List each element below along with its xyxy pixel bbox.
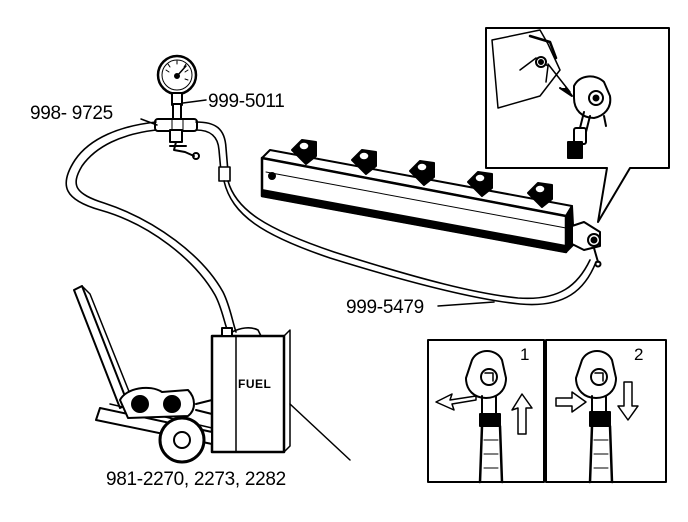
label-fuel-can: FUEL bbox=[238, 377, 272, 391]
fuel-rail bbox=[260, 139, 602, 268]
label-cart-parts: 981-2270, 2273, 2282 bbox=[106, 469, 286, 490]
leader-gauge bbox=[182, 99, 207, 104]
pressure-gauge bbox=[156, 54, 198, 121]
leader-hose bbox=[437, 301, 495, 307]
detail-inset bbox=[485, 27, 670, 223]
leader-cart bbox=[289, 403, 351, 461]
step-1-number: 1 bbox=[520, 345, 530, 364]
hoses bbox=[65, 121, 597, 339]
label-hose: 999-5479 bbox=[346, 297, 424, 318]
tee-fitting bbox=[154, 118, 200, 160]
label-tee-fitting: 998- 9725 bbox=[30, 103, 113, 124]
step-2-inset bbox=[545, 339, 667, 484]
pump-cart bbox=[73, 285, 213, 464]
injector bbox=[291, 139, 553, 208]
step-1-inset bbox=[427, 339, 545, 484]
label-gauge-adapter: 999-5011 bbox=[208, 91, 285, 112]
leader-tee bbox=[140, 118, 158, 126]
step-2-number: 2 bbox=[634, 345, 644, 364]
fuel-can bbox=[210, 327, 291, 454]
